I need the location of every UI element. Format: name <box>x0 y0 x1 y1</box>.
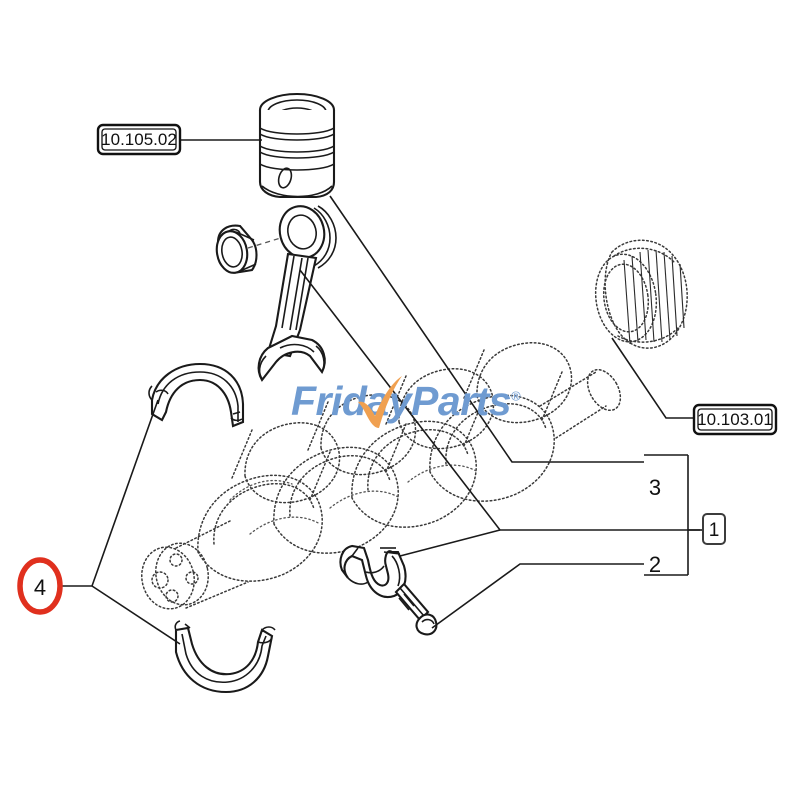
piston-pin-bushing-part <box>215 224 258 274</box>
rod-bolt-part <box>394 582 438 636</box>
connecting-rod-cap-part <box>339 544 407 598</box>
leader-4-lower <box>91 585 181 645</box>
leader-10-103-01 <box>611 337 694 419</box>
bearing-shell-upper-part <box>148 362 245 428</box>
callout-3-label: 3 <box>649 475 661 500</box>
ref-label-10-103-01-text: 10.103.01 <box>697 410 773 429</box>
callout-1-label: 1 <box>709 520 720 541</box>
callout-2-label: 2 <box>649 552 661 577</box>
callout-2[interactable]: 2 <box>649 552 661 577</box>
piston-part <box>258 92 336 199</box>
leader-4-upper <box>62 399 159 587</box>
leader-cap <box>399 529 501 557</box>
leader-3 <box>329 195 644 463</box>
ref-label-10-103-01[interactable]: 10.103.01 <box>692 403 778 436</box>
timing-gear-part <box>594 239 688 349</box>
callout-3[interactable]: 3 <box>649 475 661 500</box>
connecting-rod-part <box>257 205 337 382</box>
leader-2 <box>431 563 644 629</box>
ref-label-10-105-02[interactable]: 10.105.02 <box>96 123 182 156</box>
ref-label-10-105-02-text: 10.105.02 <box>101 130 177 149</box>
callout-4-label: 4 <box>34 575 46 600</box>
leader-1-main <box>299 269 700 531</box>
crankshaft-part <box>141 342 622 610</box>
leader-lines <box>62 139 702 645</box>
callout-4[interactable]: 4 <box>17 557 63 615</box>
callout-1[interactable]: 1 <box>702 513 726 545</box>
bearing-shell-lower-part <box>174 620 276 694</box>
